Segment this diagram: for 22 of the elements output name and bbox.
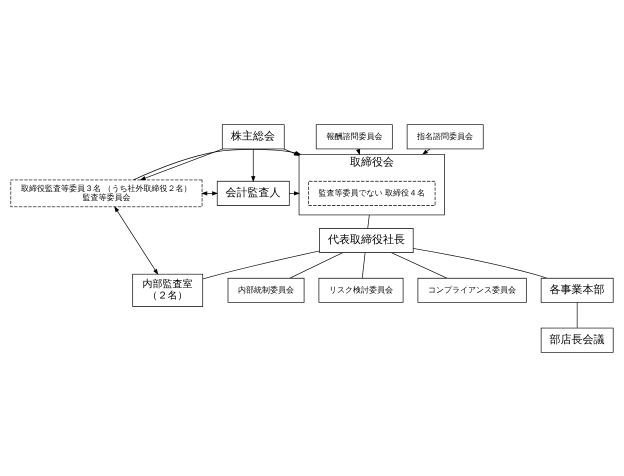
connector xyxy=(412,248,548,278)
connector xyxy=(202,250,320,279)
node-box: コンプライアンス委員会 xyxy=(418,277,527,302)
node-box: 内部統制委員会 xyxy=(228,277,304,302)
node-box: 各事業本部 xyxy=(540,277,614,302)
arrow xyxy=(140,148,223,180)
node-box: 会計監査人 xyxy=(216,180,290,206)
connector xyxy=(362,252,366,278)
node-box: 取締役監査等委員３名 （うち社外取締役２名） 監査等委員会 xyxy=(10,179,202,207)
node-box: 監査等委員でない 取締役４名 xyxy=(308,180,436,206)
arrow xyxy=(114,206,158,274)
node-box: 株主総会 xyxy=(222,124,285,149)
node-box: 指名諮問委員会 xyxy=(406,124,484,149)
connector xyxy=(289,252,343,278)
connector xyxy=(391,252,448,278)
node-box: 内部監査室 （２名） xyxy=(132,273,204,306)
arrow xyxy=(251,148,256,182)
connector xyxy=(367,214,370,228)
node-box: リスク検討委員会 xyxy=(318,277,404,302)
node-box: 代表取締役社長 xyxy=(319,228,414,252)
node-box: 部店長会議 xyxy=(540,327,614,352)
connector xyxy=(576,302,578,328)
